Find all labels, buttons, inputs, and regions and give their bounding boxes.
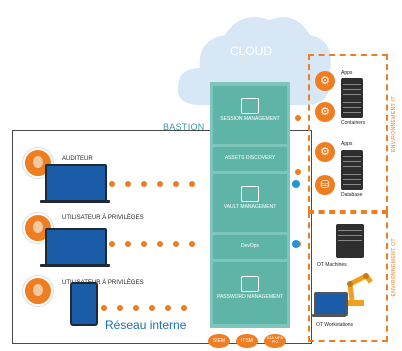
- bastion-label: BASTION: [163, 122, 205, 132]
- privileged-user-mobile-avatar: [23, 276, 53, 306]
- integration-siem[interactable]: SIEM: [208, 334, 230, 348]
- apps-gear-icon-2: ⚙: [315, 142, 335, 162]
- privileged-user-laptop-base: [40, 264, 110, 267]
- mobile-phone-icon: [70, 282, 98, 326]
- ot-workstation-icon: [314, 292, 348, 316]
- apps-server-icon-2: [341, 150, 363, 172]
- ot-machines-server-icon: [336, 224, 364, 258]
- it-item-label-database: Database: [341, 192, 363, 198]
- password-icon: [241, 276, 259, 292]
- user-label-auditor: AUDITEUR: [62, 156, 93, 162]
- cloud-label: CLOUD: [230, 44, 273, 58]
- it-environment-label: ENVIRONNEMENT IT: [391, 96, 397, 153]
- bastion-module-label: ASSETS DISCOVERY: [224, 155, 276, 161]
- containers-server-icon: [341, 96, 363, 118]
- bastion-module-devops[interactable]: DevOps: [213, 235, 287, 259]
- internal-network-box: [12, 130, 312, 344]
- privileged-user-laptop-icon: [45, 228, 107, 266]
- user-screen-icon: [241, 98, 259, 114]
- robot-arm-icon: [342, 272, 373, 306]
- user-label-privileged-1: UTILISATEUR À PRIVILÈGES: [62, 215, 144, 221]
- auditor-laptop-base: [40, 200, 110, 203]
- bastion-module-label: DevOps: [240, 243, 260, 249]
- containers-icon: ⚙: [315, 102, 335, 122]
- bastion-module-label: PASSWORD MANAGEMENT: [216, 294, 284, 300]
- ot-workstation-base: [312, 314, 346, 317]
- bastion-module-label: VAULT MANAGEMENT: [223, 204, 277, 210]
- it-item-label-apps-2: Apps: [341, 141, 353, 147]
- bastion-module-password-management[interactable]: PASSWORD MANAGEMENT: [213, 262, 287, 324]
- database-icon: ⛁: [315, 175, 335, 195]
- bastion-module-label: SESSION MANAGEMENT: [220, 116, 280, 122]
- vault-icon: [241, 186, 259, 202]
- integration-iga-mfa-pki[interactable]: IGA MFA PKI: [264, 334, 286, 348]
- apps-gear-icon: ⚙: [315, 71, 335, 91]
- ot-item-label-machines: OT Machines: [317, 262, 347, 268]
- user-label-privileged-2: UTILISATEUR À PRIVILÈGES: [62, 280, 144, 286]
- database-server-icon: [341, 168, 363, 190]
- it-environment-box: [308, 54, 388, 212]
- ot-environment-box: [308, 212, 388, 342]
- apps-server-icon: [341, 78, 363, 100]
- integration-itsm[interactable]: ITSM: [236, 334, 258, 348]
- it-item-label-apps-1: Apps: [341, 70, 353, 76]
- it-item-label-containers: Containers: [341, 120, 366, 126]
- bastion-module-assets-discovery[interactable]: ASSETS DISCOVERY: [213, 147, 287, 171]
- bastion-module-vault-management[interactable]: VAULT MANAGEMENT: [213, 174, 287, 232]
- internal-network-label: Réseau interne: [105, 318, 187, 332]
- ot-environment-label: ENVIRONNEMENT OT: [391, 238, 397, 297]
- bastion-module-session-management[interactable]: SESSION MANAGEMENT: [213, 86, 287, 144]
- ot-item-label-workstations: OT Workstations: [316, 322, 354, 328]
